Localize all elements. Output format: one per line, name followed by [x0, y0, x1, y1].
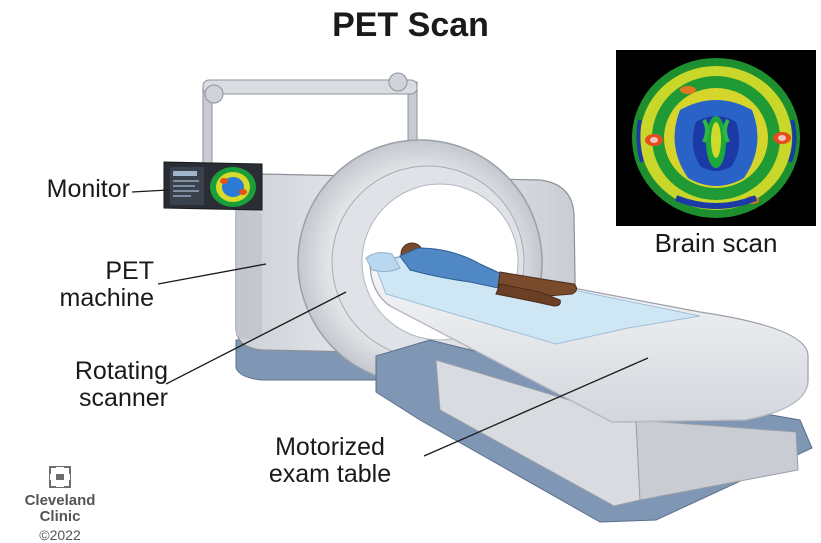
label-rotating-scanner-line1: Rotating	[6, 358, 168, 385]
label-rotating-scanner: Rotating scanner	[6, 358, 168, 412]
label-exam-table-line2: exam table	[240, 461, 420, 488]
label-rotating-scanner-line2: scanner	[6, 385, 168, 412]
label-exam-table-line1: Motorized	[240, 434, 420, 461]
label-exam-table: Motorized exam table	[240, 434, 420, 488]
label-pet-machine-line2: machine	[6, 285, 154, 312]
cleveland-clinic-logo: Cleveland Clinic ©2022	[10, 466, 110, 543]
brain-scan-caption: Brain scan	[616, 228, 816, 259]
cleveland-clinic-logo-icon	[47, 466, 73, 488]
brain-scan-image	[616, 50, 816, 226]
leader-monitor	[132, 190, 168, 192]
logo-line2: Clinic	[10, 509, 110, 525]
label-monitor: Monitor	[6, 176, 130, 203]
label-pet-machine-line1: PET	[6, 258, 154, 285]
brain-scan-graphic	[616, 50, 816, 226]
logo-copyright: ©2022	[10, 527, 110, 543]
logo-line1: Cleveland	[10, 493, 110, 509]
pet-machine-side-panel	[236, 209, 262, 339]
monitor	[164, 162, 262, 210]
label-pet-machine: PET machine	[6, 258, 154, 312]
